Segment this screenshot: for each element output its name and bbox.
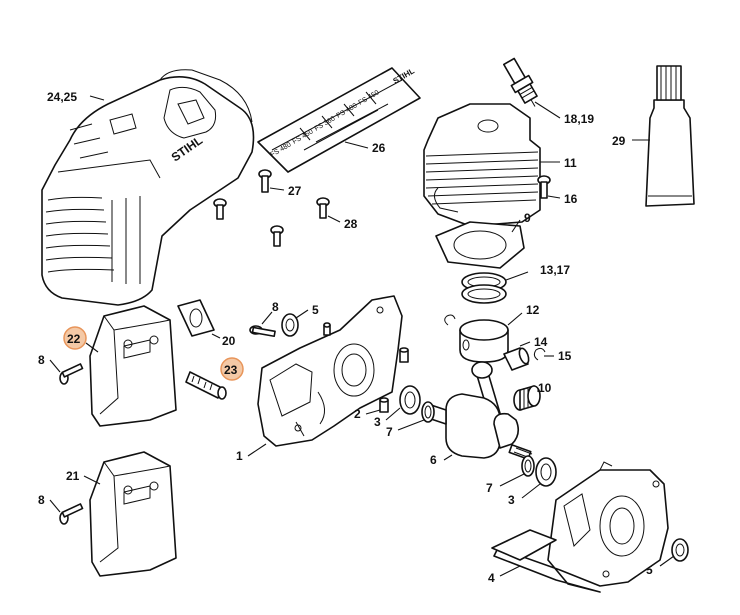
screw-8-top[interactable] [249,325,276,338]
seal-5-bottom[interactable] [671,538,689,562]
callout-5-bottom[interactable]: 5 [646,563,653,577]
seal-5-top[interactable] [281,313,299,337]
callout-22[interactable]: 22 [67,332,81,346]
bearing-3-left[interactable] [399,385,421,415]
callout-8-top[interactable]: 8 [272,300,279,314]
piston-pin[interactable] [503,347,530,371]
crankcase-half-right[interactable] [491,461,669,593]
callout-10[interactable]: 10 [538,381,552,395]
screw-loose-b [270,225,284,247]
dowel-pin-mid [323,322,331,336]
screw-27[interactable] [258,169,272,193]
muffler-upper[interactable] [89,305,177,427]
callout-24-25[interactable]: 24,25 [47,90,77,104]
grease-tube[interactable] [645,65,695,207]
bearing-3-right[interactable] [535,457,557,487]
screw-16[interactable] [537,175,551,199]
piston-rings[interactable] [461,272,507,304]
callout-15[interactable]: 15 [558,349,572,363]
screw-8-mid[interactable] [59,363,84,385]
screw-loose-a [213,198,227,220]
callout-3-left[interactable]: 3 [374,415,381,429]
callout-7-right[interactable]: 7 [486,481,493,495]
shroud-vents [45,113,141,284]
spark-plug[interactable] [500,56,543,111]
dowel-pin-2[interactable] [379,397,389,413]
callout-1[interactable]: 1 [236,449,243,463]
seal-7-left[interactable] [421,401,435,423]
callout-29[interactable]: 29 [612,134,626,148]
callout-3-right[interactable]: 3 [508,493,515,507]
callout-5-top[interactable]: 5 [312,303,319,317]
callout-16[interactable]: 16 [564,192,578,206]
muffler-lower[interactable] [89,451,177,577]
engine-shroud[interactable]: STIHL [41,69,255,306]
clip-left [444,314,456,326]
screw-28[interactable] [316,197,330,219]
callout-22-highlight [63,326,87,350]
callout-23-highlight [220,357,244,381]
muffler-gasket[interactable] [177,299,215,337]
callout-2[interactable]: 2 [354,407,361,421]
piston[interactable] [459,319,509,363]
callout-28[interactable]: 28 [344,217,358,231]
callout-14[interactable]: 14 [534,335,548,349]
callout-27[interactable]: 27 [288,184,302,198]
seal-7-right[interactable] [521,455,535,477]
callout-6[interactable]: 6 [430,453,437,467]
callout-13-17[interactable]: 13,17 [540,263,570,277]
dowel-pin-upper [399,347,409,363]
cylinder[interactable] [423,103,541,227]
callout-21[interactable]: 21 [66,469,80,483]
muffler-stud[interactable] [185,371,227,400]
cylinder-gasket[interactable] [435,221,525,269]
callout-26[interactable]: 26 [372,141,386,155]
callout-8-mid[interactable]: 8 [38,353,45,367]
callout-4[interactable]: 4 [488,571,495,585]
callout-20[interactable]: 20 [222,334,236,348]
callout-8-bottom[interactable]: 8 [38,493,45,507]
callout-12[interactable]: 12 [526,303,540,317]
model-decal[interactable]: STIHL FS 450 FS 480 FS 360 FS 450 FS 480 [257,66,421,173]
callout-23[interactable]: 23 [224,363,238,377]
crankcase-half-left[interactable] [257,295,403,447]
screw-8-bottom[interactable] [59,503,84,525]
needle-bearing[interactable] [513,385,541,411]
crankshaft[interactable] [427,361,533,460]
callout-7-left[interactable]: 7 [386,425,393,439]
callout-18-19[interactable]: 18,19 [564,112,594,126]
callout-11[interactable]: 11 [564,156,577,170]
callout-9[interactable]: 9 [524,211,531,225]
piston-clip[interactable] [533,347,546,361]
